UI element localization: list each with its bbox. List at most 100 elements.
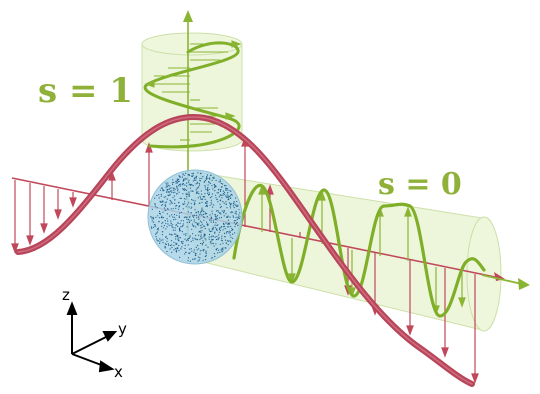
sphere-dot bbox=[151, 217, 153, 219]
sphere-dot bbox=[155, 216, 157, 218]
sphere-dot bbox=[184, 201, 186, 203]
sphere-dot bbox=[219, 190, 222, 192]
sphere-dot bbox=[197, 172, 199, 174]
sphere-dot bbox=[185, 185, 188, 187]
sphere-dot bbox=[221, 186, 223, 188]
sphere-dot bbox=[225, 201, 227, 203]
sphere-dot bbox=[191, 184, 193, 186]
sphere-dot bbox=[172, 183, 174, 185]
sphere-dot bbox=[206, 204, 208, 206]
sphere-dot bbox=[218, 217, 221, 219]
sphere-dot bbox=[183, 188, 185, 190]
sphere-dot bbox=[191, 172, 193, 175]
sphere-dot bbox=[175, 249, 177, 251]
sphere-dot bbox=[173, 216, 175, 218]
sphere-dot bbox=[203, 219, 205, 221]
sphere-dot bbox=[215, 210, 218, 212]
sphere-dot bbox=[230, 203, 232, 205]
sphere-dot bbox=[226, 216, 228, 218]
sphere-dot bbox=[154, 197, 156, 199]
sphere-dot bbox=[159, 213, 162, 215]
sphere-dot bbox=[204, 184, 206, 187]
sphere-dot bbox=[174, 233, 176, 235]
sphere-dot bbox=[206, 188, 208, 191]
sphere-dot bbox=[237, 204, 239, 206]
sphere-dot bbox=[203, 250, 205, 252]
sphere-dot bbox=[199, 220, 202, 222]
sphere-dot bbox=[216, 198, 218, 201]
sphere-dot bbox=[235, 204, 237, 206]
sphere-dot bbox=[206, 174, 209, 176]
sphere-dot bbox=[229, 196, 231, 198]
sphere-dot bbox=[227, 240, 229, 242]
sphere-dot bbox=[188, 174, 190, 176]
sphere-dot bbox=[190, 212, 192, 214]
sphere-dot bbox=[176, 204, 178, 207]
sphere-dot bbox=[159, 241, 161, 243]
sphere-dot bbox=[200, 172, 202, 174]
sphere-dot bbox=[176, 186, 178, 188]
sphere-dot bbox=[205, 188, 207, 190]
sphere-dot bbox=[222, 249, 224, 251]
sphere-dot bbox=[178, 240, 180, 242]
sphere-dot bbox=[232, 205, 234, 207]
sphere-dot bbox=[166, 213, 168, 215]
sphere-dot bbox=[215, 249, 218, 251]
sphere-dot bbox=[211, 179, 213, 181]
sphere-dot bbox=[217, 238, 219, 241]
z-axis-label: z bbox=[62, 286, 70, 304]
sphere-dot bbox=[189, 236, 191, 238]
sphere-dot bbox=[206, 192, 209, 194]
sphere-dot bbox=[169, 193, 171, 195]
sphere-dot bbox=[221, 197, 223, 199]
sphere-dot bbox=[162, 190, 164, 192]
sphere-dot bbox=[214, 185, 216, 187]
sphere-dot bbox=[203, 216, 205, 218]
sphere-dot bbox=[214, 231, 216, 233]
sphere-dot bbox=[156, 232, 158, 234]
sphere-dot bbox=[226, 216, 229, 218]
sphere-dot bbox=[159, 210, 161, 213]
sphere-dot bbox=[203, 225, 205, 227]
sphere-dot bbox=[176, 235, 178, 237]
sphere-dot bbox=[191, 223, 193, 225]
sphere-dot bbox=[221, 240, 223, 242]
sphere-dot bbox=[219, 243, 221, 245]
sphere-dot bbox=[195, 226, 197, 228]
sphere-dot bbox=[210, 174, 212, 176]
sphere-dot bbox=[222, 192, 224, 195]
sphere-dot bbox=[179, 205, 181, 207]
sphere-dot bbox=[161, 222, 163, 224]
sphere-dot bbox=[210, 236, 212, 238]
sphere-dot bbox=[180, 220, 182, 222]
sphere-dot bbox=[229, 240, 231, 242]
sphere-dot bbox=[166, 226, 168, 228]
sphere-dot bbox=[164, 202, 166, 204]
sphere-dot bbox=[172, 179, 174, 181]
sphere-dot bbox=[225, 185, 227, 187]
sphere-dot bbox=[206, 212, 208, 215]
sphere-dot bbox=[194, 214, 196, 216]
sphere-dot bbox=[232, 229, 234, 231]
sphere-dot bbox=[200, 213, 202, 215]
sphere-dot bbox=[176, 193, 178, 195]
sphere-dot bbox=[214, 218, 216, 220]
sphere-dot bbox=[182, 173, 184, 175]
sphere-dot bbox=[162, 200, 164, 202]
sphere-dot bbox=[165, 201, 168, 203]
sphere-dot bbox=[167, 243, 169, 245]
sphere-dot bbox=[200, 190, 202, 192]
sphere-dot bbox=[176, 187, 178, 189]
sphere-dot bbox=[209, 197, 212, 199]
sphere-dot bbox=[167, 223, 169, 225]
sphere-dot bbox=[167, 208, 169, 210]
sphere-dot bbox=[211, 235, 213, 237]
sphere-dot bbox=[177, 225, 179, 227]
sphere-dot bbox=[195, 212, 197, 214]
sphere-dot bbox=[192, 233, 194, 235]
sphere-dot bbox=[187, 244, 189, 246]
sphere-dot bbox=[188, 252, 190, 254]
sphere-dot bbox=[212, 227, 214, 229]
sphere-dot bbox=[185, 251, 187, 253]
sphere-dot bbox=[193, 221, 195, 223]
